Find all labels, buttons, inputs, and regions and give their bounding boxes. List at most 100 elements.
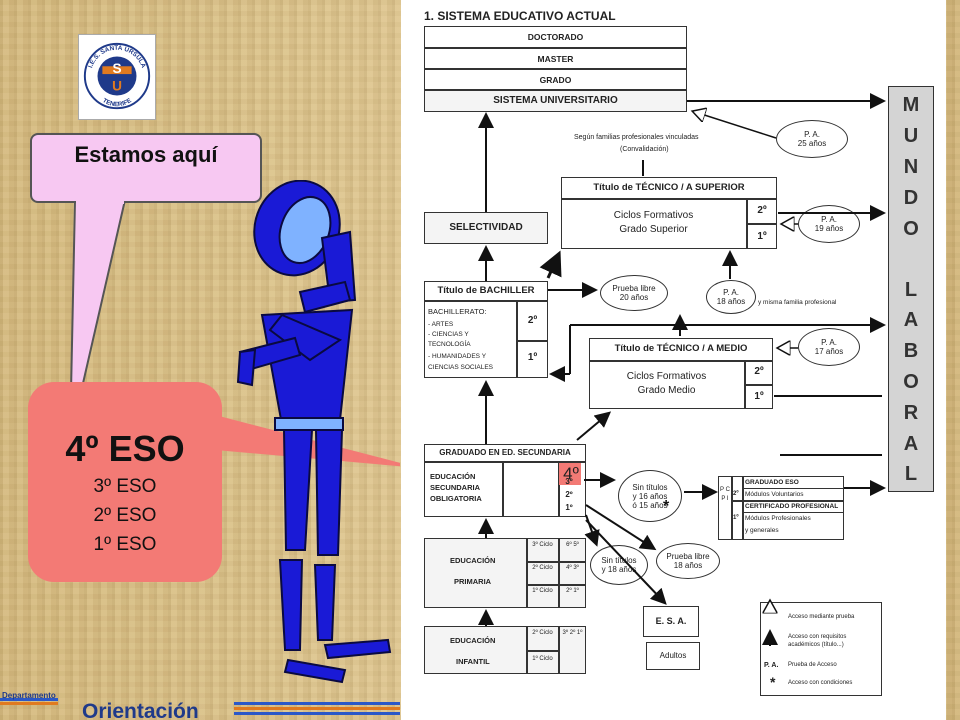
svg-text:S: S bbox=[112, 61, 121, 76]
bachiller-item-tecnologia: TECNOLOGÍA bbox=[428, 341, 471, 348]
speech-bubble-levels bbox=[28, 382, 222, 582]
primaria-ciclo3: 3º Ciclo bbox=[532, 542, 553, 548]
pcpi-profesionales: Módulos Profesionales bbox=[745, 515, 811, 522]
legend-pa: Prueba de Acceso bbox=[788, 662, 837, 668]
tecnico-medio-line2: Grado Medio bbox=[637, 385, 696, 396]
grado-box bbox=[424, 69, 687, 90]
footer-stripes bbox=[0, 698, 400, 715]
bachiller-item-humanidades: - HUMANIDADES Y bbox=[428, 353, 487, 360]
thinking-figure bbox=[236, 180, 392, 684]
secundaria-title: GRADUADO EN ED. SECUNDARIA bbox=[439, 448, 571, 457]
tecnico-medio-title: Título de TÉCNICO / A MEDIO bbox=[614, 343, 748, 354]
level-2: 2º ESO bbox=[93, 505, 157, 526]
pcpi-certificado: CERTIFICADO PROFESIONAL bbox=[745, 503, 839, 510]
bachiller-item-sociales: CIENCIAS SOCIALES bbox=[428, 364, 494, 371]
adultos-label: Adultos bbox=[659, 651, 687, 660]
secundaria-l1: EDUCACIÓN bbox=[430, 472, 476, 481]
pa19-oval: P. A.19 años bbox=[798, 205, 860, 243]
pa17-oval: P. A.17 años bbox=[798, 328, 860, 366]
pa25-oval: P. A.25 años bbox=[776, 120, 848, 158]
bachiller-box bbox=[424, 281, 548, 378]
laboral-letter: A bbox=[903, 309, 919, 331]
adultos-box bbox=[646, 642, 700, 670]
legend-star: * bbox=[770, 674, 776, 690]
sistema-box bbox=[424, 90, 687, 112]
legend-box bbox=[760, 602, 882, 696]
tecnico-superior-year1: 1º bbox=[757, 231, 767, 242]
legend-prueba: Acceso mediante prueba bbox=[788, 614, 855, 620]
selectividad-label: SELECTIVIDAD bbox=[449, 222, 523, 233]
level-1: 1º ESO bbox=[93, 534, 157, 555]
current-course-highlight bbox=[559, 463, 581, 485]
primaria-ciclo2: 2º Ciclo bbox=[532, 565, 553, 571]
pa18-oval: P. A.18 años bbox=[706, 280, 756, 314]
pcpi-voluntarios: Módulos Voluntarios bbox=[745, 491, 804, 498]
secundaria-c3: 3º bbox=[565, 477, 573, 486]
primaria-cursos2: 4º 3º bbox=[566, 565, 579, 571]
esa-label: E. S. A. bbox=[655, 616, 687, 626]
infantil-ciclo2: 2º Ciclo bbox=[532, 630, 553, 636]
grado-label: GRADO bbox=[539, 75, 572, 85]
mundo-letter: D bbox=[903, 187, 919, 209]
primaria-l1: EDUCACIÓN bbox=[450, 556, 496, 565]
bachiller-item-artes: - ARTES bbox=[428, 321, 454, 328]
laboral-letter: B bbox=[903, 340, 919, 362]
mundo-letter: O bbox=[903, 218, 919, 240]
laboral-letter: L bbox=[904, 279, 918, 301]
primaria-l2: PRIMARIA bbox=[454, 577, 492, 586]
level-3: 3º ESO bbox=[93, 476, 157, 497]
secundaria-c1: 1º bbox=[565, 503, 573, 512]
tecnico-superior-box bbox=[561, 177, 777, 249]
infantil-l1: EDUCACIÓN bbox=[450, 636, 496, 645]
bachiller-title: Título de BACHILLER bbox=[437, 285, 535, 296]
sistema-label: SISTEMA UNIVERSITARIO bbox=[493, 95, 618, 106]
bachiller-year2: 2º bbox=[527, 315, 538, 326]
infantil-ciclo1: 1º Ciclo bbox=[532, 656, 553, 662]
diagram-title: 1. SISTEMA EDUCATIVO ACTUAL bbox=[424, 9, 616, 23]
laboral-letter: A bbox=[903, 433, 919, 455]
school-logo: S U I.E.S. SANTA ÚRSULA TENERIFE bbox=[78, 34, 156, 120]
pcpi-graduado: GRADUADO ESO bbox=[745, 479, 799, 486]
laboral-letter: O bbox=[903, 371, 919, 393]
tecnico-superior-line1: Ciclos Formativos bbox=[613, 210, 694, 221]
secundaria-l3: OBLIGATORIA bbox=[430, 494, 482, 503]
selectividad-box bbox=[424, 212, 548, 244]
logo-emblem: S U I.E.S. SANTA ÚRSULA TENERIFE bbox=[83, 42, 151, 110]
legend-pa-label: P. A. bbox=[764, 662, 779, 669]
speech-bubble-here bbox=[30, 133, 262, 203]
tecnico-superior-line2: Grado Superior bbox=[619, 224, 688, 235]
master-box bbox=[424, 48, 687, 69]
bachillerato-label: BACHILLERATO: bbox=[428, 307, 487, 316]
legend-condiciones: Acceso con condiciones bbox=[788, 680, 853, 686]
footer-orientacion: Orientación bbox=[82, 700, 199, 720]
mundo-letter: N bbox=[903, 156, 919, 178]
secundaria-c2: 2º bbox=[565, 490, 573, 499]
tecnico-superior-title: Título de TÉCNICO / A SUPERIOR bbox=[593, 182, 745, 193]
bachiller-item-ciencias: - CIENCIAS Y bbox=[428, 331, 469, 338]
tecnico-medio-year1: 1º bbox=[754, 391, 764, 402]
pcpi-letters: P C P I bbox=[720, 487, 730, 502]
esa-box bbox=[643, 606, 699, 637]
secundaria-l2: SECUNDARIA bbox=[430, 483, 481, 492]
infantil-l2: INFANTIL bbox=[456, 657, 490, 666]
tecnico-medio-line1: Ciclos Formativos bbox=[626, 371, 707, 382]
pcpi-generales: y generales bbox=[745, 527, 779, 534]
footer-department: Departamento bbox=[2, 691, 56, 700]
tecnico-superior-year2: 2º bbox=[757, 205, 767, 216]
laboral-letter: R bbox=[903, 402, 919, 424]
pcpi-box bbox=[718, 476, 844, 540]
laboral-letter: L bbox=[904, 463, 918, 485]
legend-requisitos-2: académicos (título...) bbox=[788, 642, 844, 648]
secundaria-highlight: 4º bbox=[563, 464, 579, 483]
primaria-cursos3: 6º 5º bbox=[566, 542, 579, 548]
mundo-letter: U bbox=[903, 125, 919, 147]
mundo-letter: M bbox=[902, 94, 920, 116]
svg-text:TENERIFE: TENERIFE bbox=[101, 97, 133, 108]
doctorado-box bbox=[424, 26, 687, 48]
tecnico-medio-year2: 2º bbox=[754, 366, 764, 377]
doctorado-label: DOCTORADO bbox=[527, 32, 584, 42]
mundo-laboral-box bbox=[888, 86, 934, 492]
legend-requisitos-1: Acceso con requisitos bbox=[788, 634, 847, 640]
bachiller-year1: 1º bbox=[527, 352, 538, 363]
